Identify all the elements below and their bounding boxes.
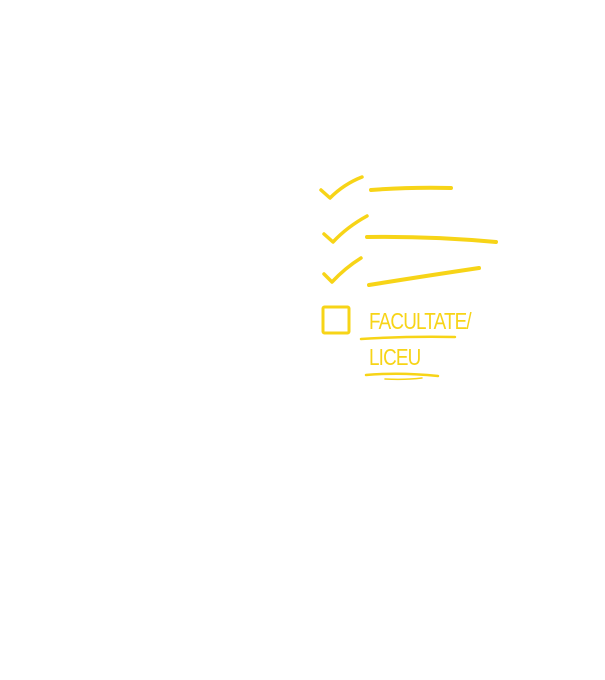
checklist-item-3 xyxy=(322,256,481,287)
checkmark-icon xyxy=(322,256,363,284)
text-underline-2 xyxy=(364,372,440,378)
item-2-line xyxy=(365,234,498,244)
empty-checkbox-icon xyxy=(321,305,351,335)
checklist-item-4 xyxy=(321,305,457,381)
checkmark-icon xyxy=(319,175,364,200)
text-underline-2-extra xyxy=(384,377,423,381)
pending-item-text-line-1: FACULTATE/ xyxy=(369,308,472,334)
item-1-line xyxy=(369,185,453,192)
item-3-line xyxy=(367,266,481,287)
text-underline-1 xyxy=(359,335,457,341)
checklist-item-1 xyxy=(319,175,453,200)
pending-item-text-line-2: LICEU xyxy=(369,344,421,370)
checklist-item-2 xyxy=(322,214,498,244)
checkmark-icon xyxy=(322,214,369,244)
